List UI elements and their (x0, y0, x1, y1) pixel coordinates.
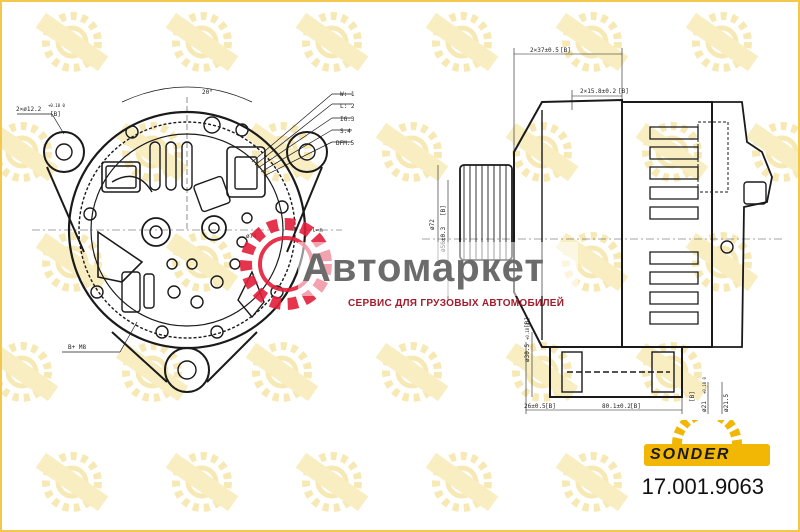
dim-bottom-left: 26±0.5 (524, 403, 546, 410)
terminal-s: S:4 (340, 128, 351, 135)
right-dim-1: ø21 (701, 401, 708, 412)
hole-tolerance-label: +0.18 0 (48, 103, 65, 108)
terminal-w: W: 1 (340, 91, 355, 98)
hole-ref-label: [B] (50, 111, 61, 118)
front-dim-d-label: ø74 (246, 233, 257, 240)
pulley-inner-ref: [B] (440, 205, 447, 216)
hole-diameter-label: 2×ø12.2 (16, 106, 42, 113)
brand-subtitle: СЕРВИС ДЛЯ ГРУЗОВЫХ АВТОМОБИЛЕЙ (348, 298, 565, 309)
dim-mid-label: 2×15.8±0.2 (580, 88, 617, 95)
terminal-legend: W: 1 L: 2 IG:3 S:4 DFM:5 (336, 91, 355, 147)
sonder-logo (644, 420, 770, 466)
dim-top-label: 2×37±0.5 (530, 47, 559, 54)
dim-top-ref: [B] (560, 47, 571, 54)
side-view-alternator (422, 48, 782, 414)
dim-bottom-right: 80.1±0.2 (602, 403, 631, 410)
sonder-logo-text: SONDER (650, 446, 731, 463)
boss-dim: ø30.5 (524, 344, 531, 362)
right-dim-1-tol: +0.18 0 (702, 377, 707, 394)
dim-bottom-left-ref: [B] (545, 403, 556, 410)
terminal-ig: IG:3 (340, 116, 355, 123)
boss-tol: +0.18 0 (525, 323, 530, 340)
dim-bottom-right-ref: [B] (630, 403, 641, 410)
dim-mid-ref: [B] (618, 88, 629, 95)
brand-backdrop (298, 242, 578, 296)
right-dim-1-ref: [B] (689, 391, 696, 402)
terminal-dfm: DFM:5 (336, 140, 354, 147)
brand-title: Автомаркет (302, 246, 545, 290)
stud-label: B+ M8 (68, 344, 86, 351)
front-dim-l-label: l=n (312, 227, 323, 234)
boss-ref: [B] (524, 317, 531, 328)
part-number: 17.001.9063 (641, 474, 764, 499)
pulley-inner-dim: ø56±0.3 (440, 226, 447, 252)
angle-label: 20° (202, 89, 213, 96)
pulley-outer-dim: ø72 (429, 219, 436, 230)
terminal-l: L: 2 (340, 103, 355, 110)
right-dim-2: ø21.5 (723, 394, 730, 412)
